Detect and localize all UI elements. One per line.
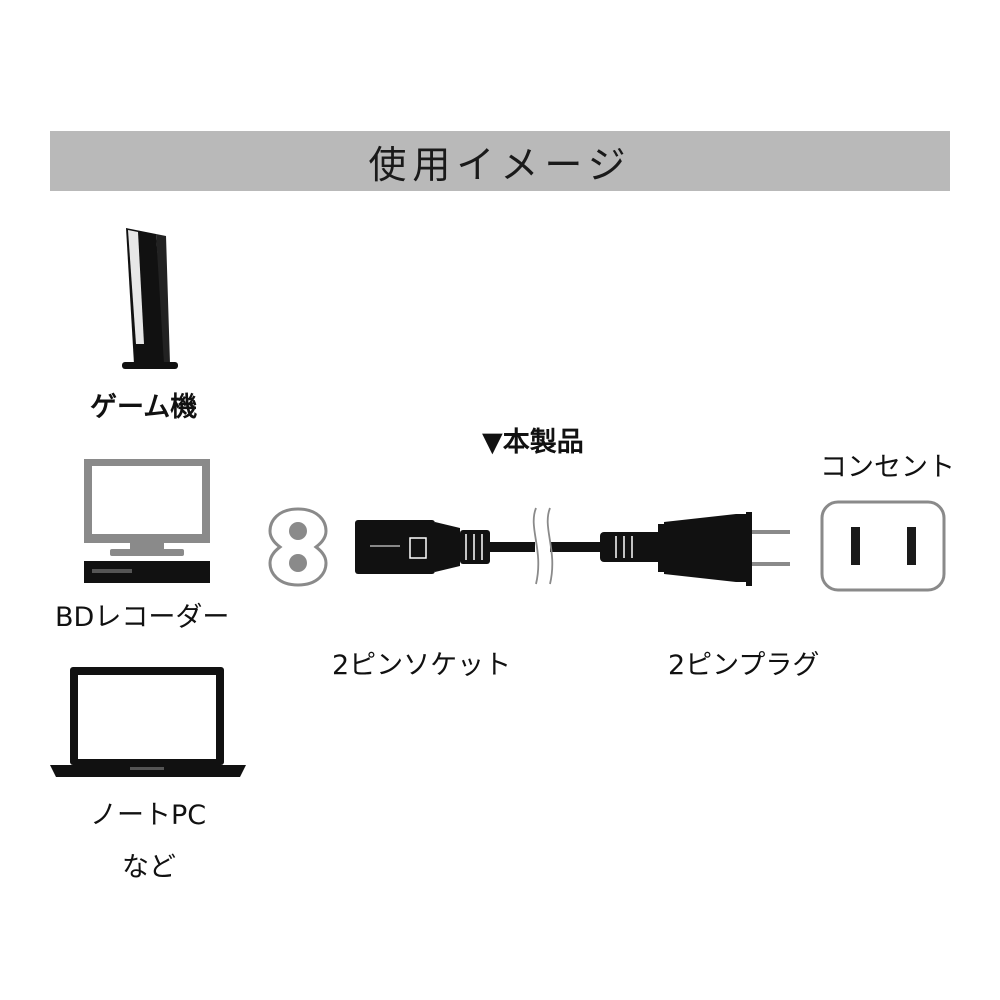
socket-label: 2ピンソケット: [332, 650, 512, 681]
device-label-laptop: ノートPC: [90, 800, 207, 831]
bd-recorder-icon: [84, 459, 210, 583]
socket-face-icon: [268, 507, 328, 587]
power-cable-diagram: [355, 507, 790, 586]
laptop-icon: [50, 667, 246, 777]
wall-outlet-icon: [820, 500, 946, 592]
device-label-game-console: ゲーム機: [90, 392, 198, 423]
page-title: 使用イメージ: [368, 142, 632, 187]
game-console-icon: [122, 228, 178, 369]
plug-connector: [600, 512, 790, 586]
socket-connector: [355, 520, 490, 574]
plug-label: 2ピンプラグ: [668, 650, 820, 681]
outlet-label: コンセント: [820, 452, 955, 483]
device-label-bd-recorder: BDレコーダー: [55, 602, 230, 633]
product-label: ▼本製品: [482, 427, 584, 458]
header-banner: 使用イメージ: [50, 131, 950, 191]
devices-footnote: など: [122, 852, 176, 883]
